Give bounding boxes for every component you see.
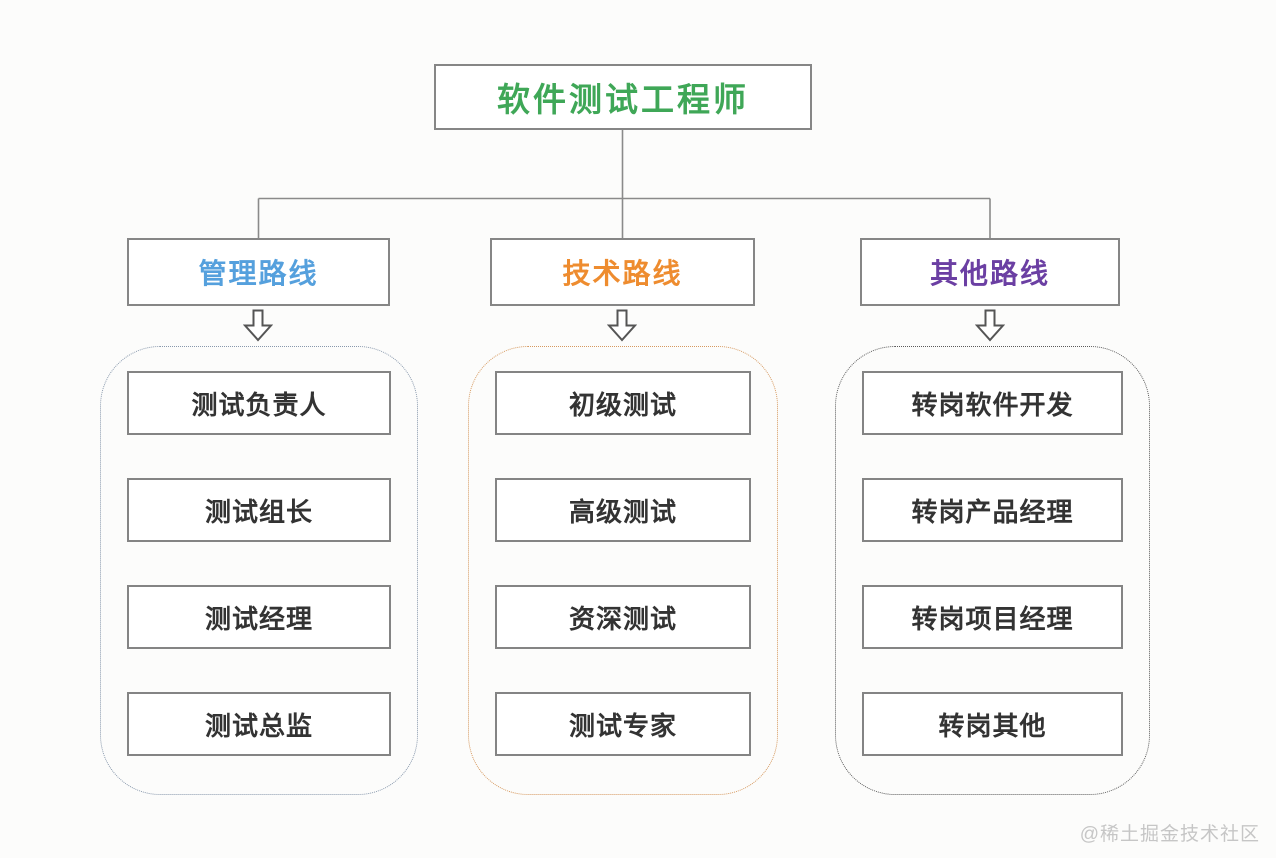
node-switch-other: 转岗其他 (862, 692, 1123, 756)
group-other-route: 转岗软件开发 转岗产品经理 转岗项目经理 转岗其他 (835, 346, 1150, 795)
node-test-director: 测试总监 (127, 692, 391, 756)
node-switch-project-manager: 转岗项目经理 (862, 585, 1123, 649)
node-switch-product-manager: 转岗产品经理 (862, 478, 1123, 542)
node-test-group-lead: 测试组长 (127, 478, 391, 542)
group-management-route: 测试负责人 测试组长 测试经理 测试总监 (100, 346, 418, 795)
node-expert-tester: 资深测试 (495, 585, 751, 649)
route-header-technical: 技术路线 (490, 238, 755, 306)
node-junior-tester: 初级测试 (495, 371, 751, 435)
group-technical-route: 初级测试 高级测试 资深测试 测试专家 (468, 346, 778, 795)
down-arrow-icon (243, 309, 273, 342)
watermark-text: @稀土掘金技术社区 (1079, 824, 1260, 845)
node-senior-tester: 高级测试 (495, 478, 751, 542)
root-node-software-test-engineer: 软件测试工程师 (434, 64, 812, 130)
node-test-specialist: 测试专家 (495, 692, 751, 756)
node-test-leader: 测试负责人 (127, 371, 391, 435)
route-header-other: 其他路线 (860, 238, 1120, 306)
down-arrow-icon (975, 309, 1005, 342)
node-switch-software-dev: 转岗软件开发 (862, 371, 1123, 435)
route-header-management: 管理路线 (127, 238, 390, 306)
down-arrow-icon (607, 309, 637, 342)
node-test-manager: 测试经理 (127, 585, 391, 649)
